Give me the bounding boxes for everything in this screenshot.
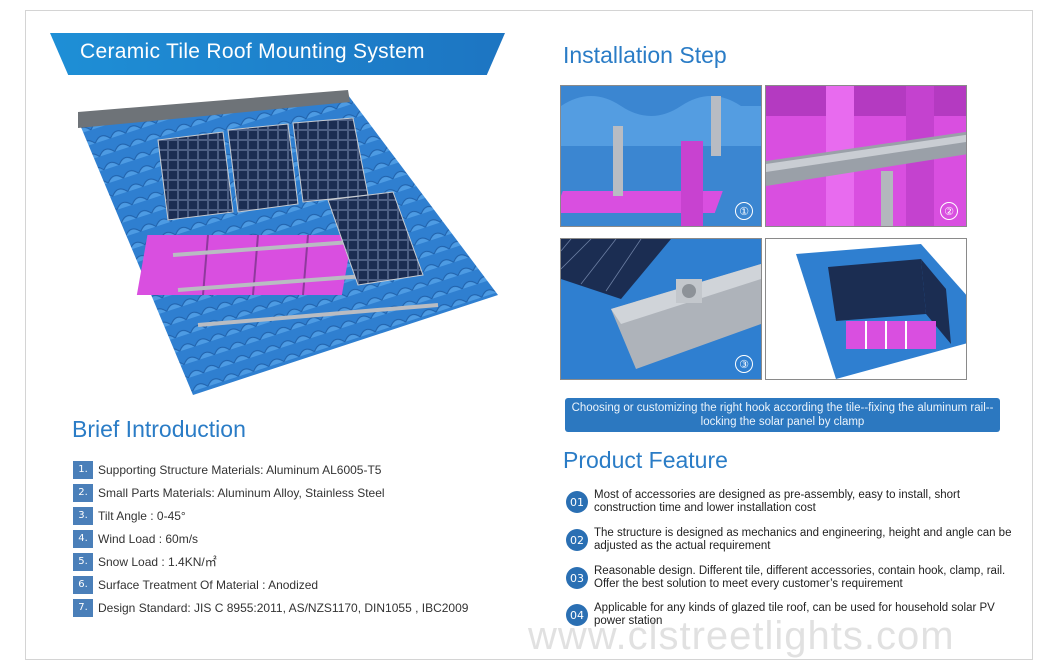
feature-text: Applicable for any kinds of glazed tile … (594, 602, 995, 627)
item-number: 1. (73, 460, 93, 479)
installation-note: Choosing or customizing the right hook a… (565, 398, 1000, 432)
feature-item: 04 Applicable for any kinds of glazed ti… (566, 602, 1016, 628)
feature-number: 04 (566, 604, 588, 626)
installation-heading: Installation Step (563, 42, 727, 68)
feature-item: 02 The structure is designed as mechanic… (566, 527, 1016, 553)
feature-heading: Product Feature (563, 447, 728, 473)
item-text: Snow Load : 1.4KN/㎡ (98, 555, 217, 569)
feature-text: Reasonable design. Different tile, diffe… (594, 565, 1006, 590)
intro-list: 1. Supporting Structure Materials: Alumi… (73, 458, 533, 619)
item-text: Design Standard: JIS C 8955:2011, AS/NZS… (98, 600, 469, 615)
item-number: 5. (73, 552, 93, 571)
feature-item: 01 Most of accessories are designed as p… (566, 489, 1016, 515)
feature-number: 02 (566, 529, 588, 551)
step-3-image: ③ (560, 238, 762, 380)
title-banner: Ceramic Tile Roof Mounting System (50, 33, 505, 75)
feature-text: Most of accessories are designed as pre-… (594, 489, 961, 514)
item-number: 6. (73, 575, 93, 594)
feature-text: The structure is designed as mechanics a… (594, 527, 1012, 552)
list-item: 2. Small Parts Materials: Aluminum Alloy… (73, 481, 533, 504)
step-3-number: ③ (735, 355, 753, 373)
step-2-image: ② (765, 85, 967, 227)
item-number: 2. (73, 483, 93, 502)
feature-item: 03 Reasonable design. Different tile, di… (566, 565, 1016, 591)
item-number: 4. (73, 529, 93, 548)
item-text: Tilt Angle : 0-45° (98, 508, 186, 523)
step-2-number: ② (940, 202, 958, 220)
list-item: 5. Snow Load : 1.4KN/㎡ (73, 550, 533, 573)
item-text: Supporting Structure Materials: Aluminum… (98, 462, 382, 477)
item-number: 3. (73, 506, 93, 525)
item-text: Wind Load : 60m/s (98, 531, 199, 546)
roof-illustration (78, 90, 498, 395)
step-1-number: ① (735, 202, 753, 220)
step-1-image: ① (560, 85, 762, 227)
feature-number: 03 (566, 567, 588, 589)
item-text: Surface Treatment Of Material : Anodized (98, 577, 319, 592)
list-item: 4. Wind Load : 60m/s (73, 527, 533, 550)
list-item: 7. Design Standard: JIS C 8955:2011, AS/… (73, 596, 533, 619)
page-title: Ceramic Tile Roof Mounting System (80, 40, 425, 63)
page-frame (25, 10, 1033, 660)
step-4-number: ④ (940, 355, 958, 373)
watermark: www.clstreetlights.com (528, 614, 955, 658)
item-number: 7. (73, 598, 93, 617)
feature-number: 01 (566, 491, 588, 513)
intro-heading: Brief Introduction (72, 416, 246, 442)
list-item: 3. Tilt Angle : 0-45° (73, 504, 533, 527)
item-text: Small Parts Materials: Aluminum Alloy, S… (98, 485, 385, 500)
list-item: 1. Supporting Structure Materials: Alumi… (73, 458, 533, 481)
step-4-image: ④ (765, 238, 967, 380)
list-item: 6. Surface Treatment Of Material : Anodi… (73, 573, 533, 596)
